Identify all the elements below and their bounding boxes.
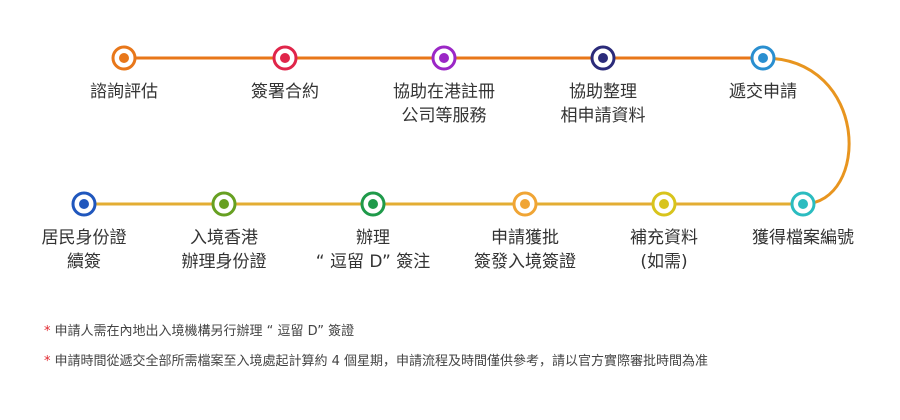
step-node-11: [71, 191, 97, 217]
note-marker: *: [44, 354, 51, 369]
step-node-1: [111, 45, 137, 71]
step-label-line: 簽署合約: [251, 82, 319, 102]
step-node-7: [651, 191, 677, 217]
step-node-dot: [219, 199, 229, 209]
step-node-dot: [439, 53, 449, 63]
step-node-5: [750, 45, 776, 71]
step-label-line: 居民身份證: [41, 228, 127, 248]
step-label-1: 諮詢評估: [44, 80, 204, 104]
step-label-line: “ 逗留 D” 簽注: [315, 252, 431, 272]
step-node-dot: [280, 53, 290, 63]
step-label-line: 協助在港註冊: [393, 82, 495, 102]
step-label-line: 協助整理: [569, 82, 637, 102]
note-processing-time: *申請時間從遞交全部所需檔案至入境處起計算約 4 個星期，申請流程及時間僅供參考…: [44, 350, 708, 369]
step-label-line: 辦理身份證: [181, 252, 267, 272]
step-label-10: 入境香港辦理身份證: [144, 226, 304, 274]
step-node-dot: [119, 53, 129, 63]
step-label-line: 諮詢評估: [90, 82, 158, 102]
step-label-line: (如需): [640, 252, 688, 272]
note-marker: *: [44, 324, 51, 339]
step-label-3: 協助在港註冊公司等服務: [364, 80, 524, 128]
step-label-line: 簽發入境簽證: [474, 252, 576, 272]
step-node-dot: [798, 199, 808, 209]
step-node-dot: [598, 53, 608, 63]
step-node-10: [211, 191, 237, 217]
step-label-line: 申請獲批: [491, 228, 559, 248]
step-node-4: [590, 45, 616, 71]
step-node-dot: [758, 53, 768, 63]
step-label-line: 相申請資料: [560, 106, 646, 126]
curve-connector: [762, 56, 851, 206]
step-node-8: [512, 191, 538, 217]
step-label-line: 辦理: [356, 228, 390, 248]
step-node-dot: [520, 199, 530, 209]
step-label-9: 辦理 “ 逗留 D” 簽注: [293, 226, 453, 274]
step-node-3: [431, 45, 457, 71]
step-label-6: 獲得檔案編號: [723, 226, 883, 250]
step-label-line: 入境香港: [190, 228, 258, 248]
step-label-5: 遞交申請: [683, 80, 843, 104]
step-node-dot: [79, 199, 89, 209]
step-label-line: 續簽: [67, 252, 101, 272]
step-label-7: 補充資料 (如需): [584, 226, 744, 274]
step-node-dot: [368, 199, 378, 209]
note-text: 申請人需在內地出入境機構另行辦理 “ 逗留 D” 簽證: [54, 324, 355, 339]
step-label-11: 居民身份證續簽: [4, 226, 164, 274]
step-node-dot: [659, 199, 669, 209]
note-text: 申請時間從遞交全部所需檔案至入境處起計算約 4 個星期，申請流程及時間僅供參考，…: [54, 354, 709, 369]
step-label-2: 簽署合約: [205, 80, 365, 104]
step-label-line: 獲得檔案編號: [752, 228, 854, 248]
step-node-2: [272, 45, 298, 71]
step-label-line: 公司等服務: [401, 106, 487, 126]
step-label-8: 申請獲批簽發入境簽證: [445, 226, 605, 274]
step-label-4: 協助整理相申請資料: [523, 80, 683, 128]
step-label-line: 遞交申請: [729, 82, 797, 102]
step-node-6: [790, 191, 816, 217]
step-node-9: [360, 191, 386, 217]
step-label-line: 補充資料: [630, 228, 698, 248]
note-visa: *申請人需在內地出入境機構另行辦理 “ 逗留 D” 簽證: [44, 320, 354, 339]
